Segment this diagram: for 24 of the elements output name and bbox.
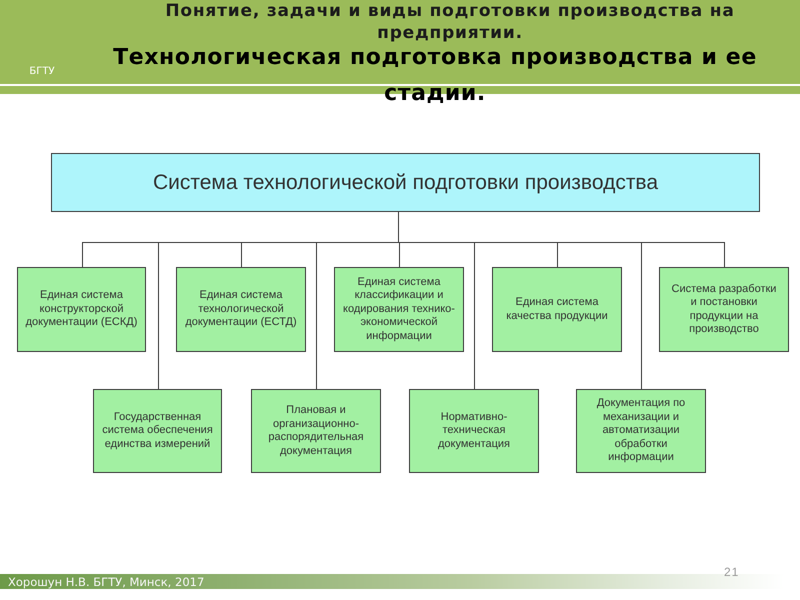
subsystem-box — [17, 267, 146, 352]
footer-text: Хорошун Н.В. БГТУ, Минск, 2017 — [8, 575, 204, 589]
system-box — [51, 153, 760, 212]
subsystem-box — [659, 267, 789, 352]
subsystem-box — [93, 389, 222, 473]
box-text: Система разработки и постановки продукции на производство — [670, 282, 778, 336]
box-text: Нормативно-техническая документация — [436, 410, 512, 452]
subsystem-box — [176, 267, 306, 352]
subsystem-box — [251, 389, 381, 473]
box-text: Государственная система обеспечения единства измерений — [101, 410, 214, 452]
box-text: Система технологической подготовки производства — [152, 170, 658, 195]
university-abbreviation: БГТУ — [28, 66, 56, 78]
box-text: Плановая и организационно-распорядительная документация — [267, 404, 365, 458]
box-text: Единая система конструкторской документации (ЕСКД) — [25, 289, 138, 330]
box-text: Документация по механизации и автоматизации обработки информации — [596, 397, 686, 465]
box-text: Единая система классификации и кодирования технико-экономической информации — [342, 276, 456, 344]
subsystem-box — [409, 389, 539, 473]
subsystem-box — [492, 267, 622, 352]
subsystem-box — [576, 389, 706, 473]
box-text: Единая система технологической документации (ЕСТД) — [184, 289, 298, 330]
box-text: Единая система качества продукции — [505, 296, 609, 323]
slide-heading: Понятие, задачи и виды подготовки производства на предприятии. — [164, 0, 736, 44]
page-number: 21 — [724, 565, 740, 579]
subsystem-box — [334, 267, 464, 352]
